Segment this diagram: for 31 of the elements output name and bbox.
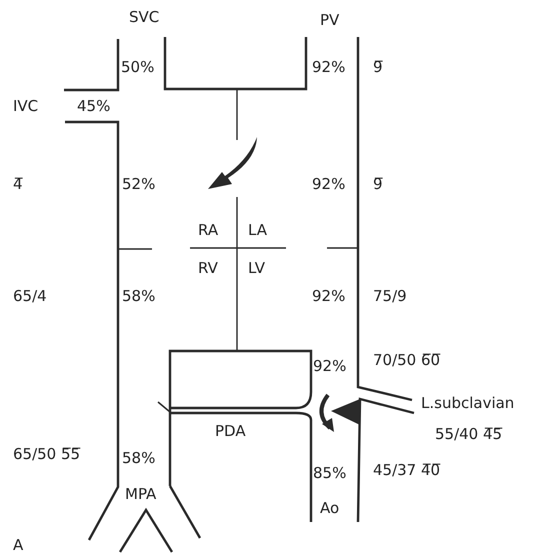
vessel-label: PDA (215, 422, 246, 440)
vessel-label: MPA (125, 485, 156, 503)
saturation-value: 50% (121, 58, 154, 76)
saturation-value: 45% (77, 97, 110, 115)
pressure-value: 55/40 4̅5̅ (435, 425, 502, 443)
panel-letter: A (13, 536, 24, 554)
pressure-value: 75/9 (373, 287, 407, 305)
saturation-value: 58% (122, 449, 156, 467)
chamber-label: RA (198, 221, 218, 239)
saturation-value: 52% (122, 175, 156, 193)
pressure-value: 4̅ (13, 175, 23, 193)
chamber-label: LA (248, 221, 267, 239)
pressure-value: 70/50 6̅0̅ (373, 351, 440, 369)
saturation-value: 92% (312, 58, 346, 76)
saturation-value: 92% (312, 287, 346, 305)
pressure-value: 9̅ (373, 175, 383, 193)
pressure-value: 65/4 (13, 287, 47, 305)
pressure-value: 9̅ (373, 58, 383, 76)
vessel-label: SVC (129, 8, 160, 26)
vessel-label: Ao (320, 499, 340, 517)
vessel-label: PV (320, 11, 340, 29)
saturation-value: 92% (312, 175, 346, 193)
saturation-value: 58% (122, 287, 156, 305)
vessel-label: IVC (13, 97, 38, 115)
pressure-value: 65/50 5̅5̅ (13, 445, 80, 463)
chamber-label: LV (248, 259, 265, 277)
saturation-value: 85% (313, 464, 346, 482)
chamber-label: RV (198, 259, 218, 277)
pressure-value: 45/37 4̅0̅ (373, 461, 440, 479)
saturation-value: 92% (313, 357, 346, 375)
vessel-label: L.subclavian (421, 394, 514, 412)
